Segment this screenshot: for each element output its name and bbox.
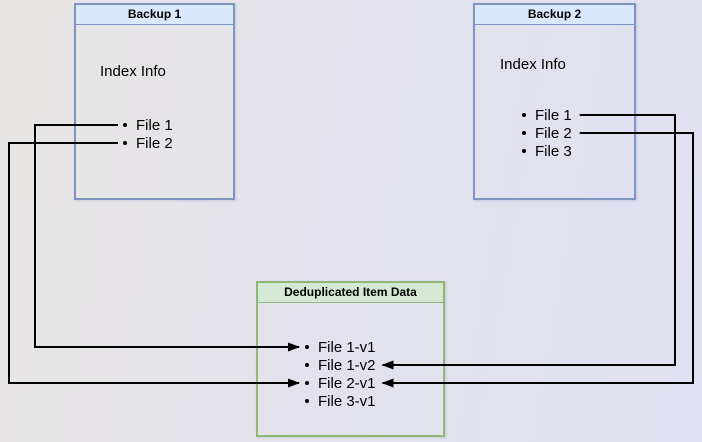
item-label: File 2-v1 — [318, 374, 376, 392]
dedup-item-3: File 3-v1 — [305, 392, 443, 410]
item-label: File 3-v1 — [318, 392, 376, 410]
bullet-icon — [522, 113, 526, 117]
backup2-title: Backup 2 — [475, 5, 634, 25]
backup2-body: Index Info File 1 File 2 File 3 — [475, 56, 634, 160]
backup2-box: Backup 2 Index Info File 1 File 2 File 3 — [473, 3, 636, 200]
backup2-file-1: File 2 — [522, 124, 634, 142]
backup1-title: Backup 1 — [76, 5, 233, 25]
backup2-file-2: File 3 — [522, 142, 634, 160]
backup1-file-1: File 2 — [123, 134, 233, 152]
bullet-icon — [522, 131, 526, 135]
dedup-box: Deduplicated Item Data File 1-v1 File 1-… — [256, 281, 445, 437]
bullet-icon — [522, 149, 526, 153]
backup1-box: Backup 1 Index Info File 1 File 2 — [74, 3, 235, 200]
backup2-subtitle: Index Info — [500, 56, 566, 73]
bullet-icon — [305, 363, 309, 367]
file-label: File 1 — [535, 106, 572, 124]
bullet-icon — [305, 399, 309, 403]
bullet-icon — [305, 345, 309, 349]
backup1-subtitle: Index Info — [100, 63, 166, 80]
backup2-file-0: File 1 — [522, 106, 634, 124]
file-label: File 2 — [136, 134, 173, 152]
bullet-icon — [123, 123, 127, 127]
file-label: File 2 — [535, 124, 572, 142]
backup2-file-list: File 1 File 2 File 3 — [522, 106, 634, 160]
dedup-item-list: File 1-v1 File 1-v2 File 2-v1 File 3-v1 — [305, 338, 443, 410]
dedup-body: File 1-v1 File 1-v2 File 2-v1 File 3-v1 — [258, 338, 443, 410]
file-label: File 3 — [535, 142, 572, 160]
bullet-icon — [305, 381, 309, 385]
dedup-item-1: File 1-v2 — [305, 356, 443, 374]
bullet-icon — [123, 141, 127, 145]
item-label: File 1-v2 — [318, 356, 376, 374]
backup1-file-0: File 1 — [123, 116, 233, 134]
dedup-title: Deduplicated Item Data — [258, 283, 443, 303]
item-label: File 1-v1 — [318, 338, 376, 356]
dedup-item-0: File 1-v1 — [305, 338, 443, 356]
backup1-file-list: File 1 File 2 — [123, 116, 233, 152]
backup1-body: Index Info File 1 File 2 — [76, 63, 233, 152]
dedup-item-2: File 2-v1 — [305, 374, 443, 392]
file-label: File 1 — [136, 116, 173, 134]
